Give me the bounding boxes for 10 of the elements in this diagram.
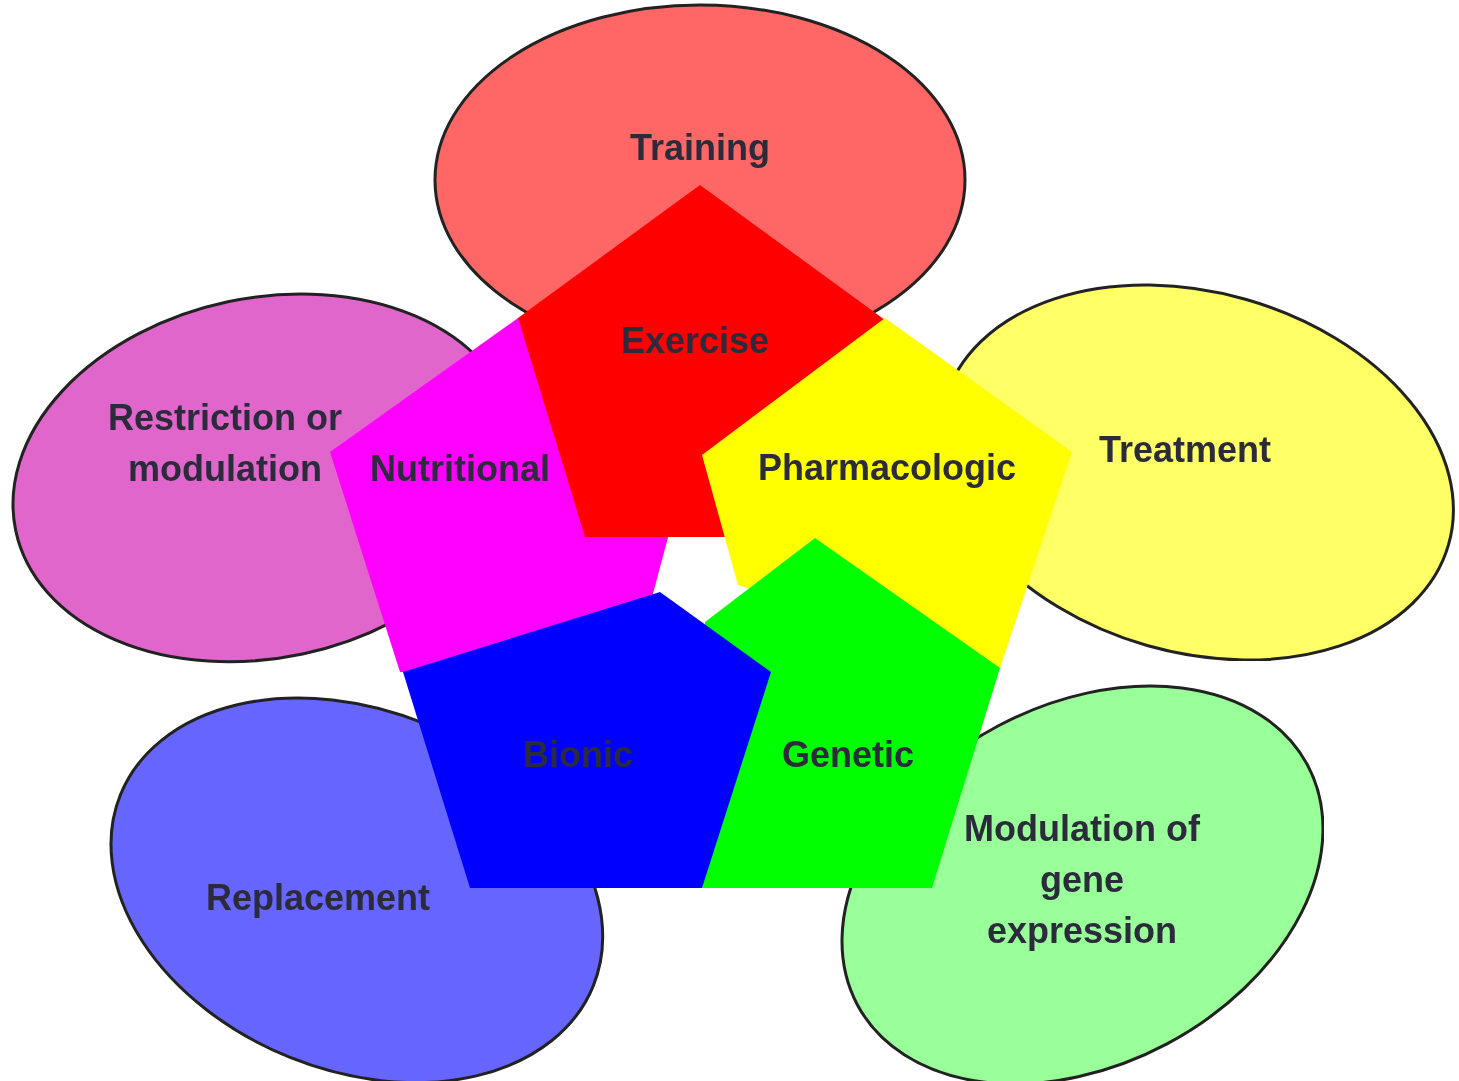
- node-label: Treatment: [1097, 427, 1272, 472]
- node-label: Exercise: [619, 318, 771, 363]
- node-label: Pharmacologic: [756, 445, 1018, 490]
- node-label: Genetic: [780, 732, 915, 777]
- node-label: Replacement: [204, 875, 432, 920]
- node-label: Bionic: [522, 732, 634, 777]
- node-label: Modulation of gene expression: [963, 806, 1201, 953]
- node-label: Nutritional: [369, 446, 551, 491]
- node-label: Restriction or modulation: [106, 396, 343, 491]
- node-label: Training: [629, 125, 771, 170]
